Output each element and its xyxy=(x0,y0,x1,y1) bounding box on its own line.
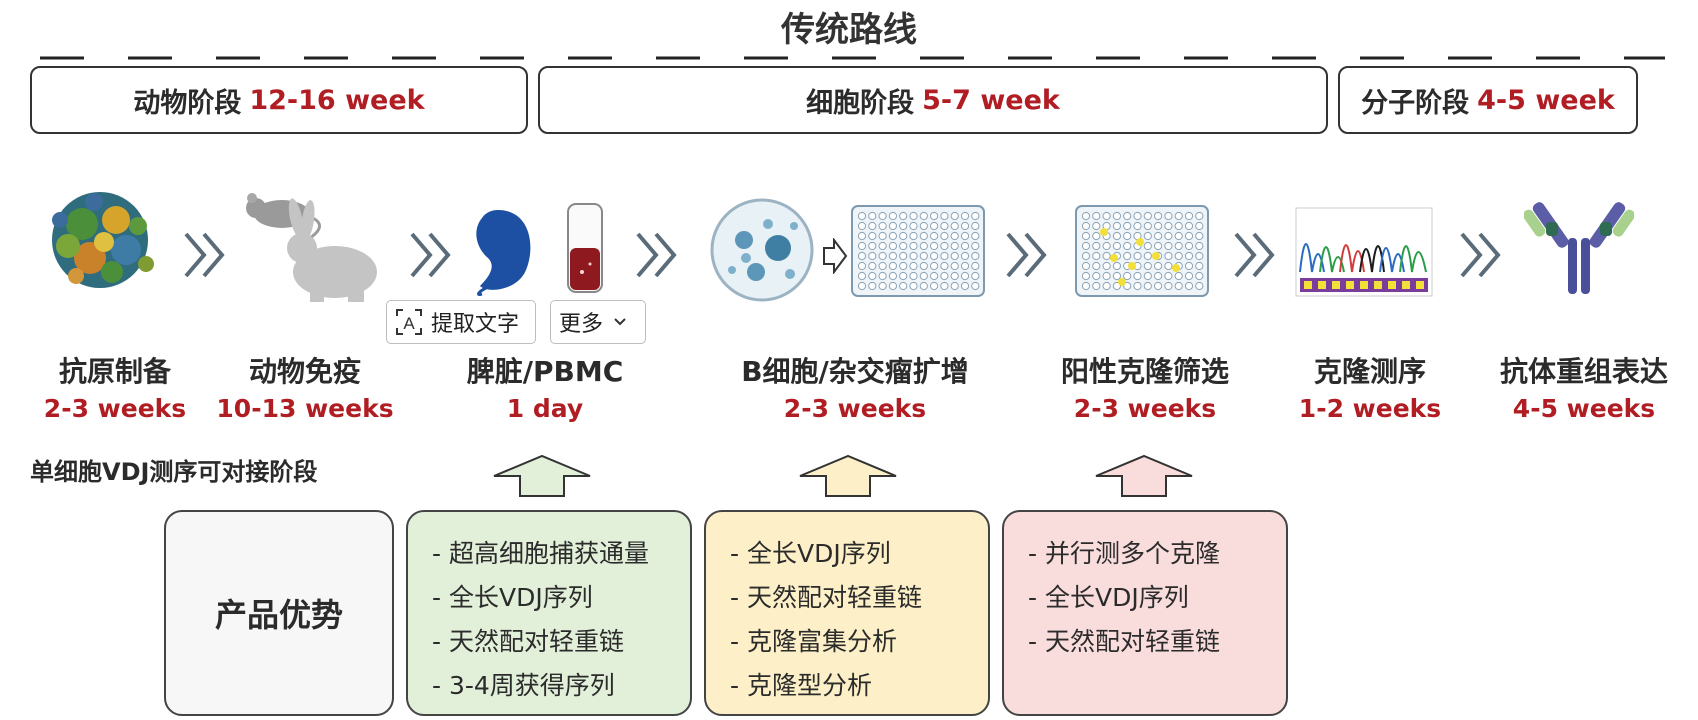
antibody-icon xyxy=(1524,202,1634,294)
step-name: 脾脏/PBMC xyxy=(466,355,624,388)
antigen-protein-icon xyxy=(52,192,154,288)
product-advantages-box: 产品优势 xyxy=(164,510,394,716)
step-name: 阳性克隆筛选 xyxy=(1060,355,1229,388)
list-item: - 超高细胞捕获通量 xyxy=(432,539,649,568)
blood-tube-icon xyxy=(567,203,603,293)
step-duration: 2-3 weeks xyxy=(783,394,927,423)
advantage-card-pink: - 并行测多个克隆 - 全长VDJ序列 - 天然配对轻重链 xyxy=(1002,510,1288,716)
double-chevron-icon xyxy=(1460,232,1501,278)
step-name: 动物免疫 xyxy=(248,355,361,388)
extract-text-label: 提取文字 xyxy=(431,312,520,337)
advantages-label: 产品优势 xyxy=(214,596,343,634)
phase-name: 分子阶段 xyxy=(1361,87,1470,119)
more-dropdown[interactable]: 更多 xyxy=(550,300,646,344)
step-name: 抗原制备 xyxy=(58,355,171,388)
phase-name: 细胞阶段 xyxy=(806,87,915,119)
list-item: - 3-4周获得序列 xyxy=(432,671,615,700)
dashed-divider xyxy=(40,56,1665,60)
step-duration: 2-3 weeks xyxy=(1073,394,1217,423)
phase-duration: 4-5 week xyxy=(1477,84,1615,116)
list-item: - 克隆型分析 xyxy=(730,671,872,700)
rabbit-icon xyxy=(287,198,377,302)
step-duration: 1-2 weeks xyxy=(1298,394,1442,423)
list-item: - 天然配对轻重链 xyxy=(432,627,624,656)
step-name: B细胞/杂交瘤扩增 xyxy=(741,355,969,388)
advantage-card-yellow: - 全长VDJ序列 - 天然配对轻重链 - 克隆富集分析 - 克隆型分析 xyxy=(704,510,990,716)
phase-name: 动物阶段 xyxy=(133,87,242,119)
step-duration: 4-5 weeks xyxy=(1512,394,1656,423)
step-duration: 10-13 weeks xyxy=(216,394,394,423)
list-item: - 天然配对轻重链 xyxy=(730,583,922,612)
double-chevron-icon xyxy=(1234,232,1275,278)
vdj-docking-label: 单细胞VDJ测序可对接阶段 xyxy=(30,458,318,486)
positive-plate-icon xyxy=(1075,205,1209,297)
list-item: - 并行测多个克隆 xyxy=(1028,539,1220,568)
list-item: - 全长VDJ序列 xyxy=(432,583,593,612)
double-chevron-icon xyxy=(1006,232,1047,278)
up-arrow-icon xyxy=(493,454,591,497)
up-arrow-icon xyxy=(799,454,897,497)
outline-arrow-icon xyxy=(823,238,848,274)
phase-duration: 12-16 week xyxy=(249,84,425,116)
cell-dish-icon xyxy=(710,198,814,302)
list-item: - 克隆富集分析 xyxy=(730,627,897,656)
page-title: 传统路线 xyxy=(781,10,917,50)
advantage-card-green: - 超高细胞捕获通量 - 全长VDJ序列 - 天然配对轻重链 - 3-4周获得序… xyxy=(406,510,692,716)
double-chevron-icon xyxy=(184,232,225,278)
step-duration: 1 day xyxy=(506,394,584,423)
svg-text:A: A xyxy=(403,314,415,333)
sequencing-chromatogram-icon xyxy=(1295,207,1433,297)
list-item: - 全长VDJ序列 xyxy=(730,539,891,568)
chevron-down-icon xyxy=(614,318,626,326)
more-label: 更多 xyxy=(559,312,604,337)
step-name: 克隆测序 xyxy=(1313,355,1426,388)
double-chevron-icon xyxy=(410,232,451,278)
well-plate-icon xyxy=(851,205,985,297)
double-chevron-icon xyxy=(636,232,677,278)
list-item: - 天然配对轻重链 xyxy=(1028,627,1220,656)
spleen-icon xyxy=(476,210,531,296)
text-recognition-icon: A xyxy=(396,309,422,335)
list-item: - 全长VDJ序列 xyxy=(1028,583,1189,612)
phase-duration: 5-7 week xyxy=(922,84,1060,116)
up-arrow-icon xyxy=(1095,454,1193,497)
step-duration: 2-3 weeks xyxy=(43,394,187,423)
extract-text-button[interactable]: A 提取文字 xyxy=(386,300,536,344)
step-name: 抗体重组表达 xyxy=(1499,355,1668,388)
animal-icons xyxy=(246,193,377,302)
